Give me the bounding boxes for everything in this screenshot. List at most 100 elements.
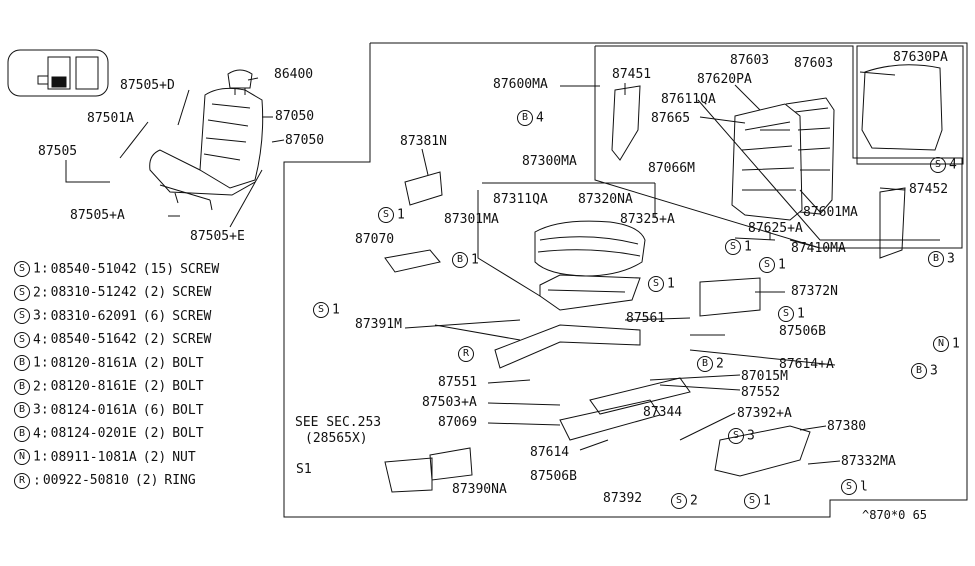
part-label-87505-a[interactable]: 87505+A	[70, 208, 125, 223]
part-label-87601ma[interactable]: 87601MA	[803, 205, 858, 220]
legend-symbol: S	[14, 308, 30, 324]
part-label-87614[interactable]: 87614	[530, 445, 570, 460]
legend-part-name: BOLT	[172, 355, 204, 371]
callout-s1-plain: S1	[296, 462, 312, 477]
legend-index: 3	[33, 308, 41, 324]
part-label-87505-d[interactable]: 87505+D	[120, 78, 175, 93]
part-label-87551[interactable]: 87551	[438, 375, 478, 390]
part-label-87070[interactable]: 87070	[355, 232, 395, 247]
legend-part-code[interactable]: 08540-51042	[50, 261, 137, 277]
part-label-86400[interactable]: 86400	[274, 67, 314, 82]
legend-part-code[interactable]: 00922-50810	[42, 473, 129, 488]
part-label-87503-a[interactable]: 87503+A	[422, 395, 477, 410]
part-label-87300ma[interactable]: 87300MA	[522, 154, 577, 169]
part-label-87344[interactable]: 87344	[643, 405, 683, 420]
legend-part-code[interactable]: 08124-0161A	[50, 402, 137, 418]
legend-part-code[interactable]: 08310-62091	[50, 308, 137, 324]
part-label-87066m[interactable]: 87066M	[648, 161, 695, 176]
legend-colon: :	[40, 308, 49, 324]
legend-colon: :	[33, 473, 41, 488]
part-label-87603-left[interactable]: 87603	[730, 53, 770, 68]
part-label-87390na[interactable]: 87390NA	[452, 482, 507, 497]
legend-quantity: (2)	[142, 332, 167, 347]
leader-lines	[65, 71, 940, 465]
part-label-87050-lower[interactable]: 87050	[285, 133, 325, 148]
part-label-87392[interactable]: 87392	[603, 491, 643, 506]
legend-part-code[interactable]: 08540-51642	[50, 332, 137, 347]
part-label-87451[interactable]: 87451	[612, 67, 652, 82]
part-label-87506b[interactable]: 87506B	[779, 324, 826, 339]
part-label-87332ma[interactable]: 87332MA	[841, 454, 896, 469]
legend-part-name: RING	[164, 473, 196, 488]
legend-symbol: S	[14, 331, 30, 348]
part-label-87665[interactable]: 87665	[651, 111, 691, 126]
part-label-87561[interactable]: 87561	[626, 311, 666, 326]
legend-quantity: (15)	[142, 261, 175, 277]
part-label-87501a[interactable]: 87501A	[87, 111, 134, 126]
part-label-87392-a[interactable]: 87392+A	[737, 406, 792, 421]
legend-index: 1	[33, 355, 41, 371]
part-label-87050-upper[interactable]: 87050	[275, 109, 315, 124]
main-frame	[283, 42, 968, 518]
seat-cushion-drawing	[534, 220, 646, 311]
part-label-87380[interactable]: 87380	[827, 419, 867, 434]
legend-part-code[interactable]: 08310-51242	[50, 285, 137, 300]
legend-part-name: BOLT	[172, 426, 204, 441]
legend-part-name: SCREW	[172, 332, 212, 347]
legend-quantity: (2)	[134, 473, 159, 488]
part-label-87452[interactable]: 87452	[909, 182, 949, 197]
legend-quantity: (2)	[142, 285, 167, 300]
part-label-87391m[interactable]: 87391M	[355, 317, 402, 332]
seatback-frame	[594, 45, 963, 249]
part-label-87410ma[interactable]: 87410MA	[791, 241, 846, 256]
legend-part-code[interactable]: 08120-8161A	[50, 355, 137, 371]
legend-colon: :	[40, 261, 49, 277]
part-label-87320na[interactable]: 87320NA	[578, 192, 633, 207]
part-label-87325-a[interactable]: 87325+A	[620, 212, 675, 227]
part-label-87015m[interactable]: 87015M	[741, 369, 788, 384]
legend-quantity: (6)	[142, 308, 167, 324]
part-label-87552[interactable]: 87552	[741, 385, 781, 400]
part-label-87069[interactable]: 87069	[438, 415, 478, 430]
legend-quantity: (2)	[142, 449, 167, 465]
legend-quantity: (2)	[142, 426, 167, 441]
legend-part-name: SCREW	[180, 261, 220, 277]
part-label-87614-a[interactable]: 87614+A	[779, 357, 834, 372]
legend-index: 3	[33, 402, 41, 418]
part-label-87311qa[interactable]: 87311QA	[493, 192, 548, 207]
legend-symbol: S	[14, 284, 30, 301]
part-label-87630pa[interactable]: 87630PA	[893, 50, 948, 65]
see-section-reference[interactable]: SEE SEC.253	[295, 415, 382, 430]
legend-part-name: BOLT	[172, 379, 204, 394]
legend-part-code[interactable]: 08124-0201E	[50, 426, 137, 441]
callout-r: R	[458, 346, 477, 362]
legend-part-code[interactable]: 08120-8161E	[50, 379, 137, 394]
part-label-87611qa[interactable]: 87611QA	[661, 92, 716, 107]
part-label-87505-e[interactable]: 87505+E	[190, 229, 245, 244]
legend-symbol: B	[14, 355, 30, 371]
part-label-87603-right[interactable]: 87603	[794, 56, 834, 71]
part-label-87625-a[interactable]: 87625+A	[748, 221, 803, 236]
part-label-87301ma[interactable]: 87301MA	[444, 212, 499, 227]
part-label-87506b-lower[interactable]: 87506B	[530, 469, 577, 484]
legend-symbol: B	[14, 378, 30, 395]
part-label-87620pa[interactable]: 87620PA	[697, 72, 752, 87]
part-label-87505[interactable]: 87505	[38, 144, 78, 159]
part-label-87381n[interactable]: 87381N	[400, 134, 447, 149]
part-label-87372n[interactable]: 87372N	[791, 284, 838, 299]
legend-part-code[interactable]: 08911-1081A	[50, 449, 137, 465]
part-label-87600ma[interactable]: 87600MA	[493, 77, 548, 92]
